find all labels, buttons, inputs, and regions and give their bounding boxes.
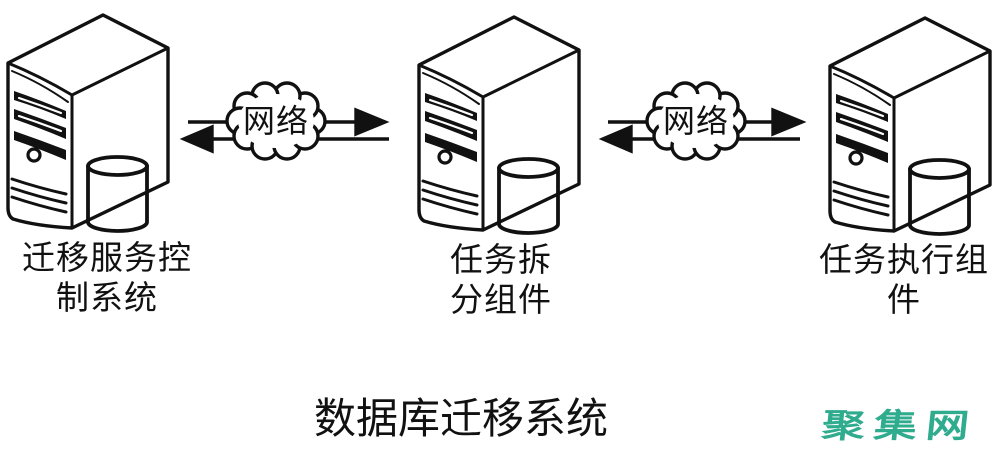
arrow-right-icon [354,107,390,137]
watermark: 聚集网 [820,406,981,445]
cloud-label-2: 网络 [662,103,729,139]
node-label-line1: 任务拆 [450,243,552,279]
node-label-line1: 任务执行组 [819,243,989,279]
node-label-2: 任务拆 分组件 [411,241,591,321]
node-label-1: 迁移服务控 制系统 [12,239,202,319]
cloud-label-1: 网络 [242,103,309,139]
server-database-icon [828,16,992,236]
server-database-icon [6,13,170,233]
node-label-3: 任务执行组 件 [806,241,1000,321]
arrow-left-icon [598,124,633,154]
diagram-title: 数据库迁移系统 [313,397,608,443]
arrow-right-icon [771,107,807,137]
node-label-line2: 件 [887,283,921,319]
node-label-line2: 制系统 [56,281,158,317]
server-database-icon [417,15,581,235]
arrow-left-icon [179,124,214,154]
node-label-line2: 分组件 [450,283,552,319]
node-label-line1: 迁移服务控 [22,241,192,277]
